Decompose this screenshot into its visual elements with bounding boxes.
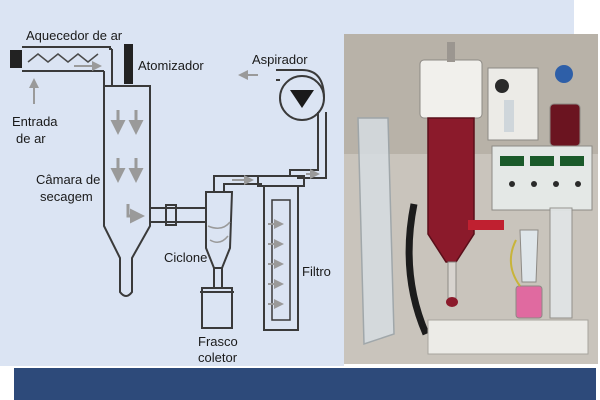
label-atomizer: Atomizador <box>138 58 204 73</box>
feed-bottle <box>549 103 581 147</box>
triangle-down-icon <box>290 90 314 108</box>
spray-dryer-photo <box>344 34 598 364</box>
plastic-shield <box>357 117 395 346</box>
cyclone-glass <box>519 229 539 283</box>
heater-plug <box>10 50 22 68</box>
label-heater: Aquecedor de ar <box>26 28 123 43</box>
aspirator-outlet <box>276 69 325 99</box>
drying-chamber-glass <box>427 117 475 263</box>
label-air-inlet-2: de ar <box>16 131 46 146</box>
diagram-background <box>0 0 574 366</box>
label-filter: Filtro <box>302 264 331 279</box>
nozzle-icon <box>124 44 133 84</box>
pump-head <box>555 65 573 83</box>
cyclone-swirl <box>207 221 231 243</box>
air-heater <box>10 46 112 72</box>
collector-flask <box>201 287 233 329</box>
drying-chamber <box>103 85 151 297</box>
chamber-lid <box>419 59 483 119</box>
label-collector-1: Frasco <box>198 334 238 349</box>
instrument-base <box>427 319 589 355</box>
label-drying-chamber-1: Câmara de <box>36 172 100 187</box>
filter-inner <box>271 199 291 321</box>
connector-clamp <box>165 204 177 226</box>
heater-elbow <box>103 49 113 86</box>
red-connector <box>468 220 504 230</box>
label-air-inlet-1: Entrada <box>12 114 58 129</box>
label-aspirator: Aspirador <box>252 52 308 67</box>
label-collector-2: coletor <box>198 350 238 365</box>
collector-neck <box>213 268 223 288</box>
label-drying-chamber-2: secagem <box>40 189 93 204</box>
filter-cylinder <box>549 207 573 319</box>
chamber-to-cyclone-tube <box>150 207 206 223</box>
chamber-exit-arrow <box>126 204 145 224</box>
label-cyclone: Ciclone <box>164 250 207 265</box>
heater-coil <box>27 53 99 63</box>
filter-cap <box>257 175 305 187</box>
black-hose <box>405 203 430 336</box>
control-panel <box>491 145 593 211</box>
collector-jar <box>515 285 543 319</box>
bottom-bar <box>14 368 596 400</box>
